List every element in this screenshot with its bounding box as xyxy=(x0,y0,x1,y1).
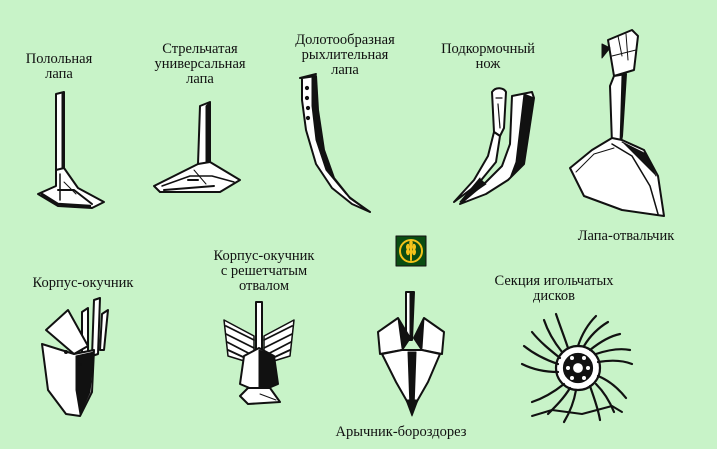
needle-disks-drawing xyxy=(520,312,634,424)
label-line: Лапа-отвальчик xyxy=(577,228,675,244)
label-line: лапа xyxy=(45,66,73,82)
label-line: Долотообразная xyxy=(295,32,395,48)
label-chisel-paw: Долотообразная рыхлительная лапа xyxy=(274,33,416,78)
chisel-paw-drawing xyxy=(299,73,371,213)
label-line: лапа xyxy=(331,62,359,78)
hiller-paw-drawing xyxy=(569,29,665,217)
label-line: универсальная xyxy=(154,56,246,72)
label-needle-disks: Секция игольчатых дисков xyxy=(474,274,634,304)
label-furrower: Арычник-бороздорез xyxy=(316,425,486,440)
label-hiller-grid: Корпус-окучник с решетчатым отвалом xyxy=(194,249,334,294)
label-line: Арычник-бороздорез xyxy=(335,424,467,440)
label-hiller-body: Корпус-окучник xyxy=(18,276,148,291)
feeding-knife-drawing xyxy=(453,87,535,205)
label-hiller-paw: Лапа-отвальчик xyxy=(556,229,696,244)
wheat-emblem-icon xyxy=(395,235,427,267)
arrow-universal-paw-drawing xyxy=(153,101,241,193)
label-line: нож xyxy=(475,56,501,72)
label-line: дисков xyxy=(533,288,575,304)
label-line: лапа xyxy=(186,71,214,87)
hiller-body-drawing xyxy=(41,297,109,417)
label-line: Корпус-окучник xyxy=(213,248,315,264)
label-line: Подкормочный xyxy=(441,41,535,57)
label-line: Корпус-окучник xyxy=(32,275,134,291)
label-line: Полольная xyxy=(25,51,93,67)
label-arrow-universal-paw: Стрельчатая универсальная лапа xyxy=(138,42,262,87)
weeding-paw-drawing xyxy=(37,91,105,209)
label-line: рыхлительная xyxy=(301,47,389,63)
label-line: с решетчатым xyxy=(220,263,308,279)
label-feeding-knife: Подкормочный нож xyxy=(428,42,548,72)
label-line: Стрельчатая xyxy=(162,41,238,57)
furrower-drawing xyxy=(377,291,445,417)
hiller-grid-drawing xyxy=(223,301,295,405)
label-line: Секция игольчатых xyxy=(494,273,614,289)
label-weeding-paw: Полольная лапа xyxy=(14,52,104,82)
label-line: отвалом xyxy=(239,278,289,294)
